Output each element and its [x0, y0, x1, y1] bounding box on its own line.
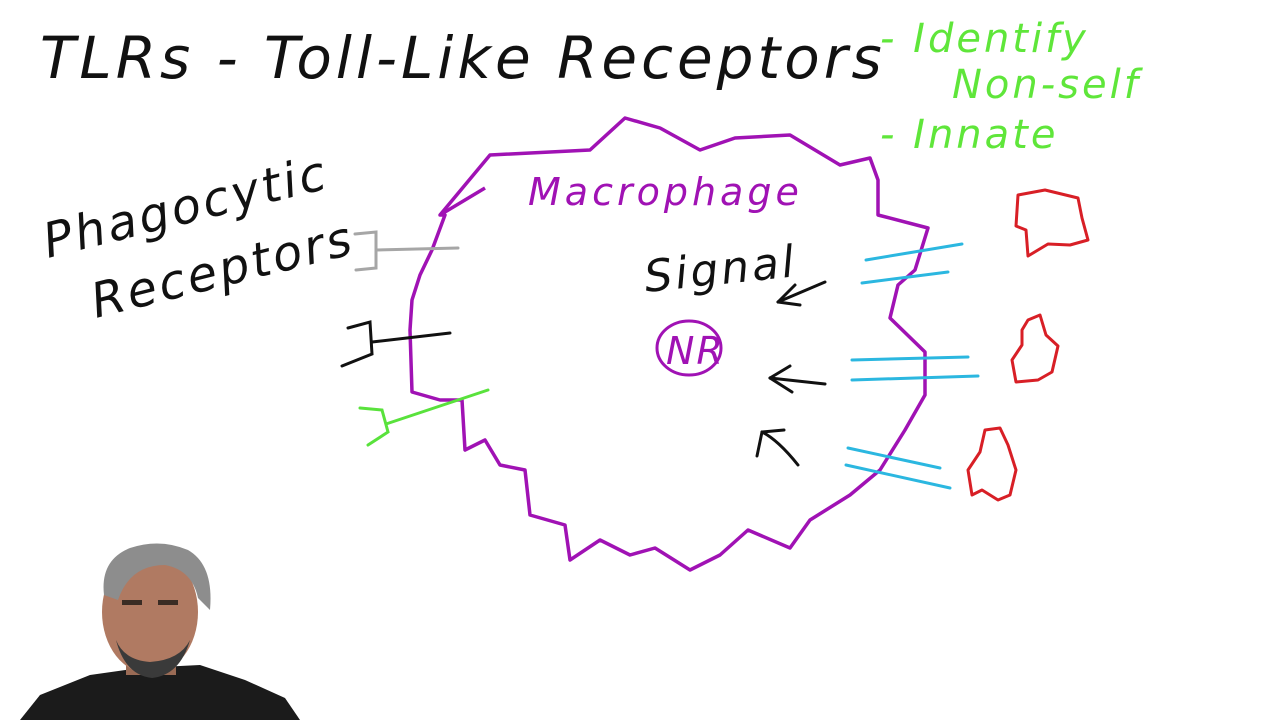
- note-non-self: Non-self: [952, 62, 1144, 108]
- black-phagocytic-receptor: [340, 320, 452, 368]
- green-phagocytic-receptor: [358, 388, 490, 447]
- nucleus-circle: [655, 319, 723, 377]
- pathogen-bottom: [966, 426, 1018, 502]
- membrane-overlap-stroke: [439, 186, 486, 217]
- presenter-webcam-icon: [20, 543, 300, 720]
- signal-arrow-bottom: [755, 428, 800, 467]
- pathogen-middle: [1010, 313, 1060, 384]
- nucleus-label: NR: [666, 329, 725, 373]
- signal-arrow-top: [776, 280, 827, 307]
- signal-label: Signal: [642, 236, 800, 303]
- macrophage-membrane: [408, 116, 930, 572]
- cell-label: Macrophage: [528, 170, 803, 214]
- diagram-title: TLRs - Toll-Like Receptors: [40, 24, 886, 92]
- signal-arrow-middle: [768, 364, 827, 394]
- note-innate: - Innate: [880, 112, 1058, 158]
- tlr-receptor-bottom: [844, 446, 952, 490]
- tlr-receptor-middle: [850, 355, 980, 382]
- note-identify: - Identify: [880, 16, 1089, 62]
- gray-phagocytic-receptor: [353, 230, 460, 272]
- pathogen-top: [1014, 188, 1090, 258]
- tlr-receptor-top: [860, 242, 964, 285]
